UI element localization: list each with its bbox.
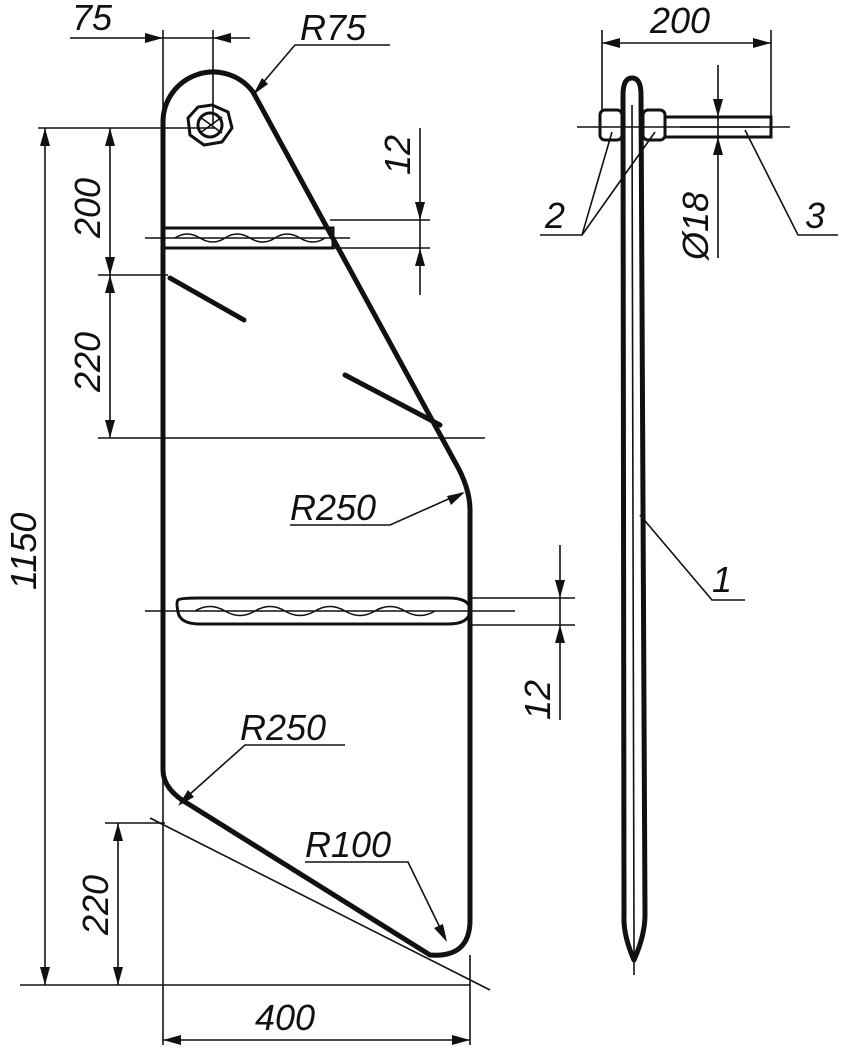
side-rod — [620, 75, 648, 963]
dim-top-width: 75 — [72, 0, 113, 38]
side-view — [577, 75, 790, 975]
callout-part-1: 1 — [712, 559, 732, 600]
dim-base-width: 400 — [255, 997, 315, 1038]
upper-rod — [145, 226, 350, 250]
callout-part-2: 2 — [544, 195, 565, 236]
dim-lower-radius: R250 — [240, 707, 326, 748]
plate-outline — [160, 69, 473, 958]
dim-bottom-segment: 220 — [75, 875, 116, 936]
lower-rod — [145, 596, 515, 626]
dim-rod-thickness-mid: 12 — [517, 680, 558, 720]
dim-middle-radius: R250 — [290, 487, 376, 528]
dim-side-width: 200 — [649, 0, 710, 41]
left-brace — [167, 275, 247, 323]
dim-middle-segment: 220 — [67, 332, 108, 393]
dim-total-height: 1150 — [3, 513, 44, 590]
dim-bolt-diameter: Ø18 — [675, 192, 716, 261]
top-bolt — [186, 103, 234, 147]
dim-rod-thickness-top: 12 — [377, 135, 418, 175]
dim-top-radius: R75 — [300, 7, 367, 48]
nut-left — [598, 108, 624, 142]
nut-right — [641, 108, 667, 142]
right-brace — [342, 372, 443, 428]
callout-part-3: 3 — [805, 195, 825, 236]
dim-corner-radius: R100 — [305, 824, 391, 865]
dim-upper-segment: 200 — [67, 178, 108, 239]
